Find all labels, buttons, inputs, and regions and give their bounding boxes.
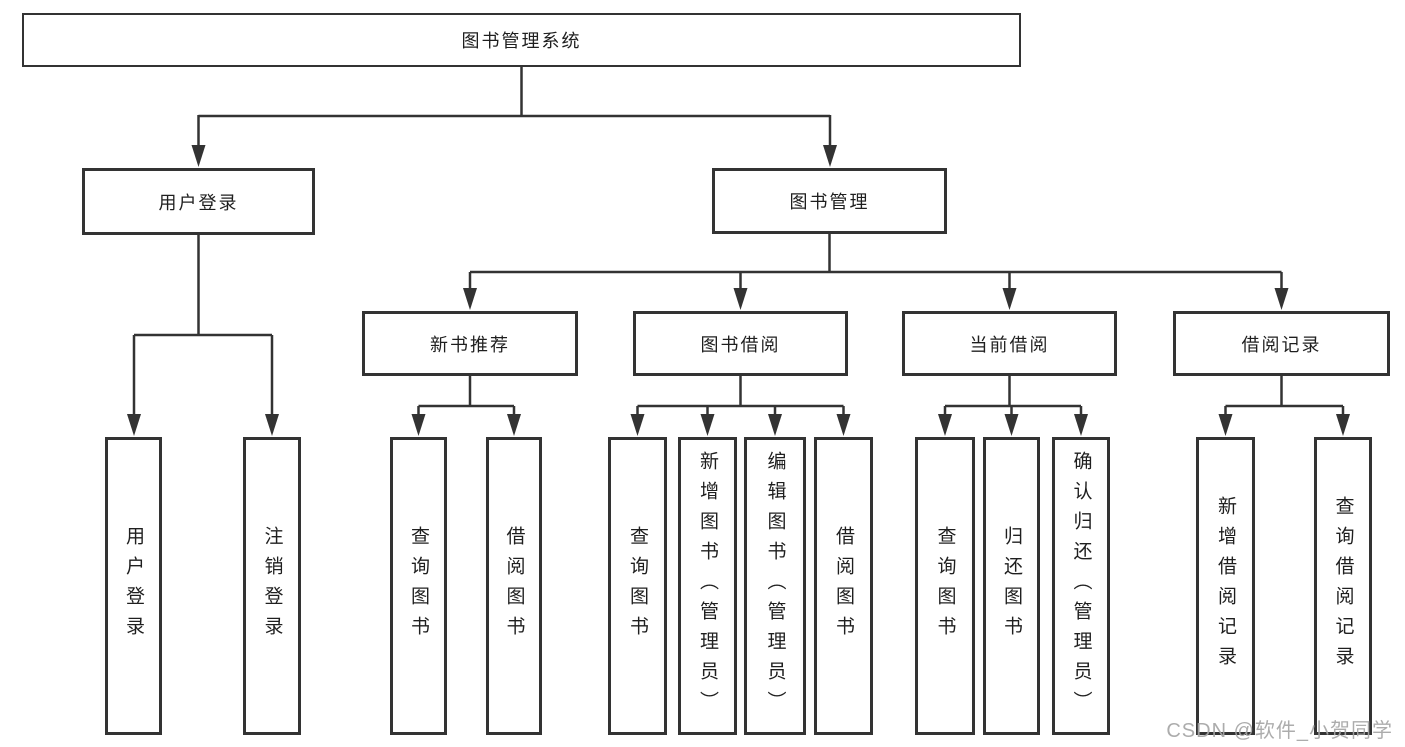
arrowhead xyxy=(127,414,141,436)
leaf-label: 借阅图书 xyxy=(503,526,525,646)
arrowhead xyxy=(1336,414,1350,436)
node-label: 图书管理系统 xyxy=(461,31,582,51)
connector-newbook-to-leaves xyxy=(417,375,516,422)
leaf-label: 查询图书 xyxy=(934,526,956,646)
arrowhead xyxy=(836,414,851,436)
csdn-watermark: CSDN @软件_小贺同学 xyxy=(1166,720,1393,742)
leaf-label: 编辑图书（管理员） xyxy=(764,451,786,721)
leaf-label: 确认归还（管理员） xyxy=(1070,451,1092,721)
arrowhead xyxy=(1002,288,1017,310)
leaf-borrowing-borrow-book: 借阅图书 xyxy=(814,437,873,735)
arrowhead xyxy=(823,145,837,167)
leaf-label: 查询图书 xyxy=(408,526,429,646)
leaf-borrowing-edit-book-admin: 编辑图书（管理员） xyxy=(744,437,806,735)
leaf-label: 查询借阅记录 xyxy=(1332,496,1354,676)
leaf-user-login: 用户登录 xyxy=(105,437,162,735)
leaf-label: 新增图书（管理员） xyxy=(697,451,718,721)
connector-userlogin-to-leaves xyxy=(132,234,274,422)
leaf-records-query-record: 查询借阅记录 xyxy=(1314,437,1372,735)
arrowhead xyxy=(265,414,279,436)
leaf-label: 查询图书 xyxy=(627,526,648,646)
arrowhead xyxy=(191,145,206,167)
leaf-borrowing-query-book: 查询图书 xyxy=(608,437,667,735)
node-label: 图书管理 xyxy=(789,192,870,212)
leaf-newbook-borrow-book: 借阅图书 xyxy=(486,437,542,735)
arrowhead xyxy=(1074,414,1088,436)
node-label: 用户登录 xyxy=(158,192,239,213)
node-label: 新书推荐 xyxy=(430,334,510,355)
leaf-label: 归还图书 xyxy=(1001,526,1022,646)
leaf-label: 注销登录 xyxy=(261,526,283,646)
leaf-current-confirm-return-admin: 确认归还（管理员） xyxy=(1052,437,1110,735)
arrowhead xyxy=(1274,288,1289,310)
arrowhead xyxy=(768,414,782,436)
node-label: 借阅记录 xyxy=(1241,334,1322,355)
arrowhead xyxy=(1004,414,1019,436)
node-borrowing-records: 借阅记录 xyxy=(1173,311,1390,376)
leaf-records-add-record: 新增借阅记录 xyxy=(1196,437,1255,735)
connector-bookmgmt-to-level3 xyxy=(468,233,1283,295)
node-user-login: 用户登录 xyxy=(82,168,315,235)
connector-root-to-level2 xyxy=(197,66,832,150)
leaf-logout: 注销登录 xyxy=(243,437,301,735)
node-label: 当前借阅 xyxy=(969,334,1050,355)
node-new-book-recommend: 新书推荐 xyxy=(362,311,578,376)
node-book-borrowing: 图书借阅 xyxy=(633,311,848,376)
leaf-current-query-book: 查询图书 xyxy=(915,437,975,735)
node-book-management: 图书管理 xyxy=(712,168,947,234)
leaf-label: 借阅图书 xyxy=(833,526,854,646)
arrowhead xyxy=(700,414,715,436)
leaf-current-return-book: 归还图书 xyxy=(983,437,1040,735)
node-root-system: 图书管理系统 xyxy=(22,13,1021,67)
connector-borrowing-to-leaves xyxy=(636,375,845,422)
leaf-newbook-query-book: 查询图书 xyxy=(390,437,447,735)
arrowhead xyxy=(938,414,952,436)
leaf-label: 新增借阅记录 xyxy=(1215,496,1236,676)
connector-records-to-leaves xyxy=(1224,375,1345,422)
arrowhead xyxy=(411,414,426,436)
arrowhead xyxy=(507,414,521,436)
arrowhead xyxy=(1218,414,1233,436)
arrowhead xyxy=(463,288,477,310)
node-label: 图书借阅 xyxy=(700,334,781,355)
arrowhead xyxy=(733,288,748,310)
arrowhead xyxy=(630,414,645,436)
leaf-label: 用户登录 xyxy=(123,526,144,646)
node-current-borrowing: 当前借阅 xyxy=(902,311,1117,376)
leaf-borrowing-add-book-admin: 新增图书（管理员） xyxy=(678,437,737,735)
